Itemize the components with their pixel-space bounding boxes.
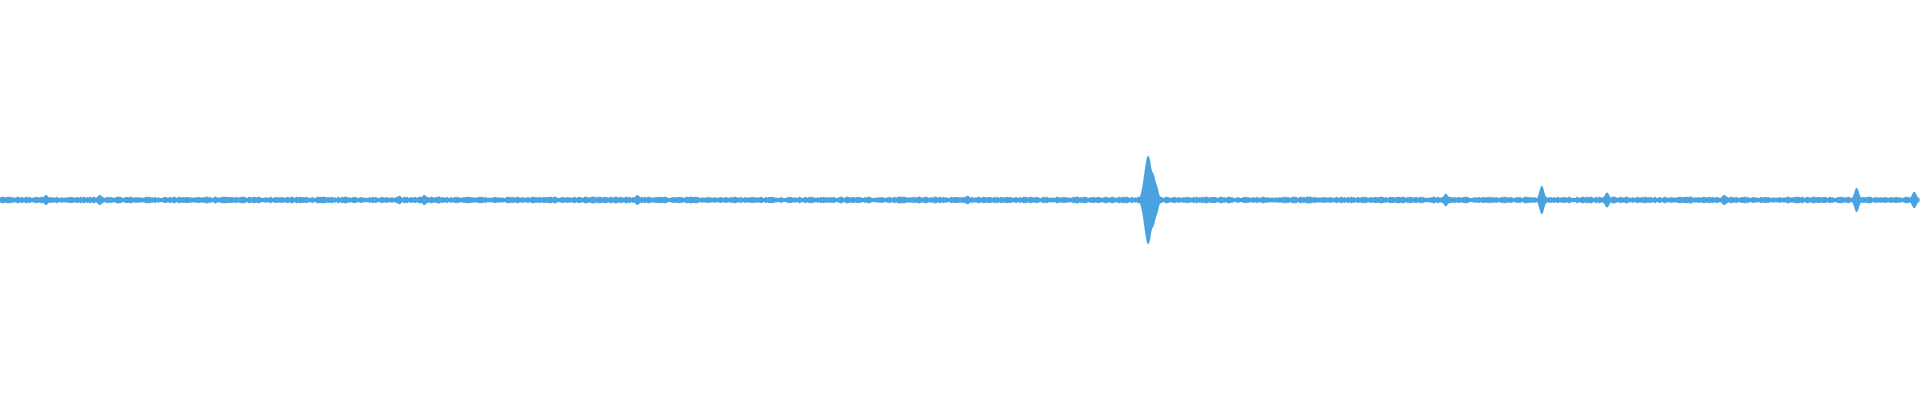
waveform-trace	[0, 155, 1920, 245]
